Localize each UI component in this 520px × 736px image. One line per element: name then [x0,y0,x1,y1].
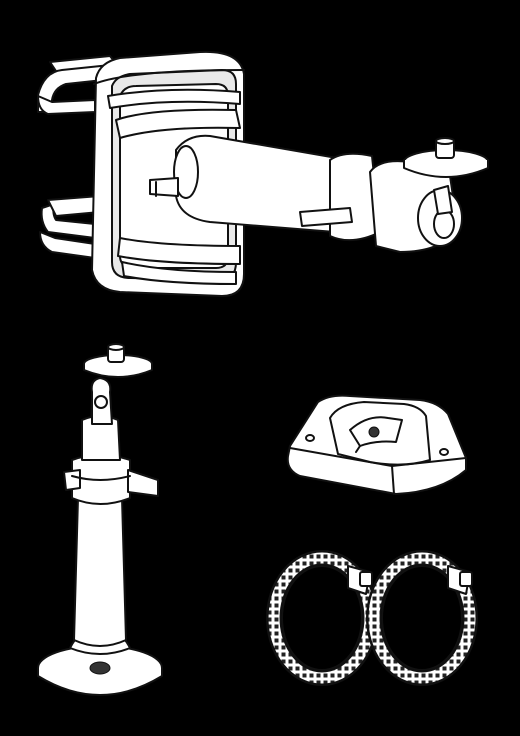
pole-mount-icon [37,50,489,297]
camera-mount-icon [37,343,163,696]
hose-clamp-icon [366,550,478,686]
hose-clamp-icon [266,550,378,686]
base-plate-icon [286,394,467,495]
